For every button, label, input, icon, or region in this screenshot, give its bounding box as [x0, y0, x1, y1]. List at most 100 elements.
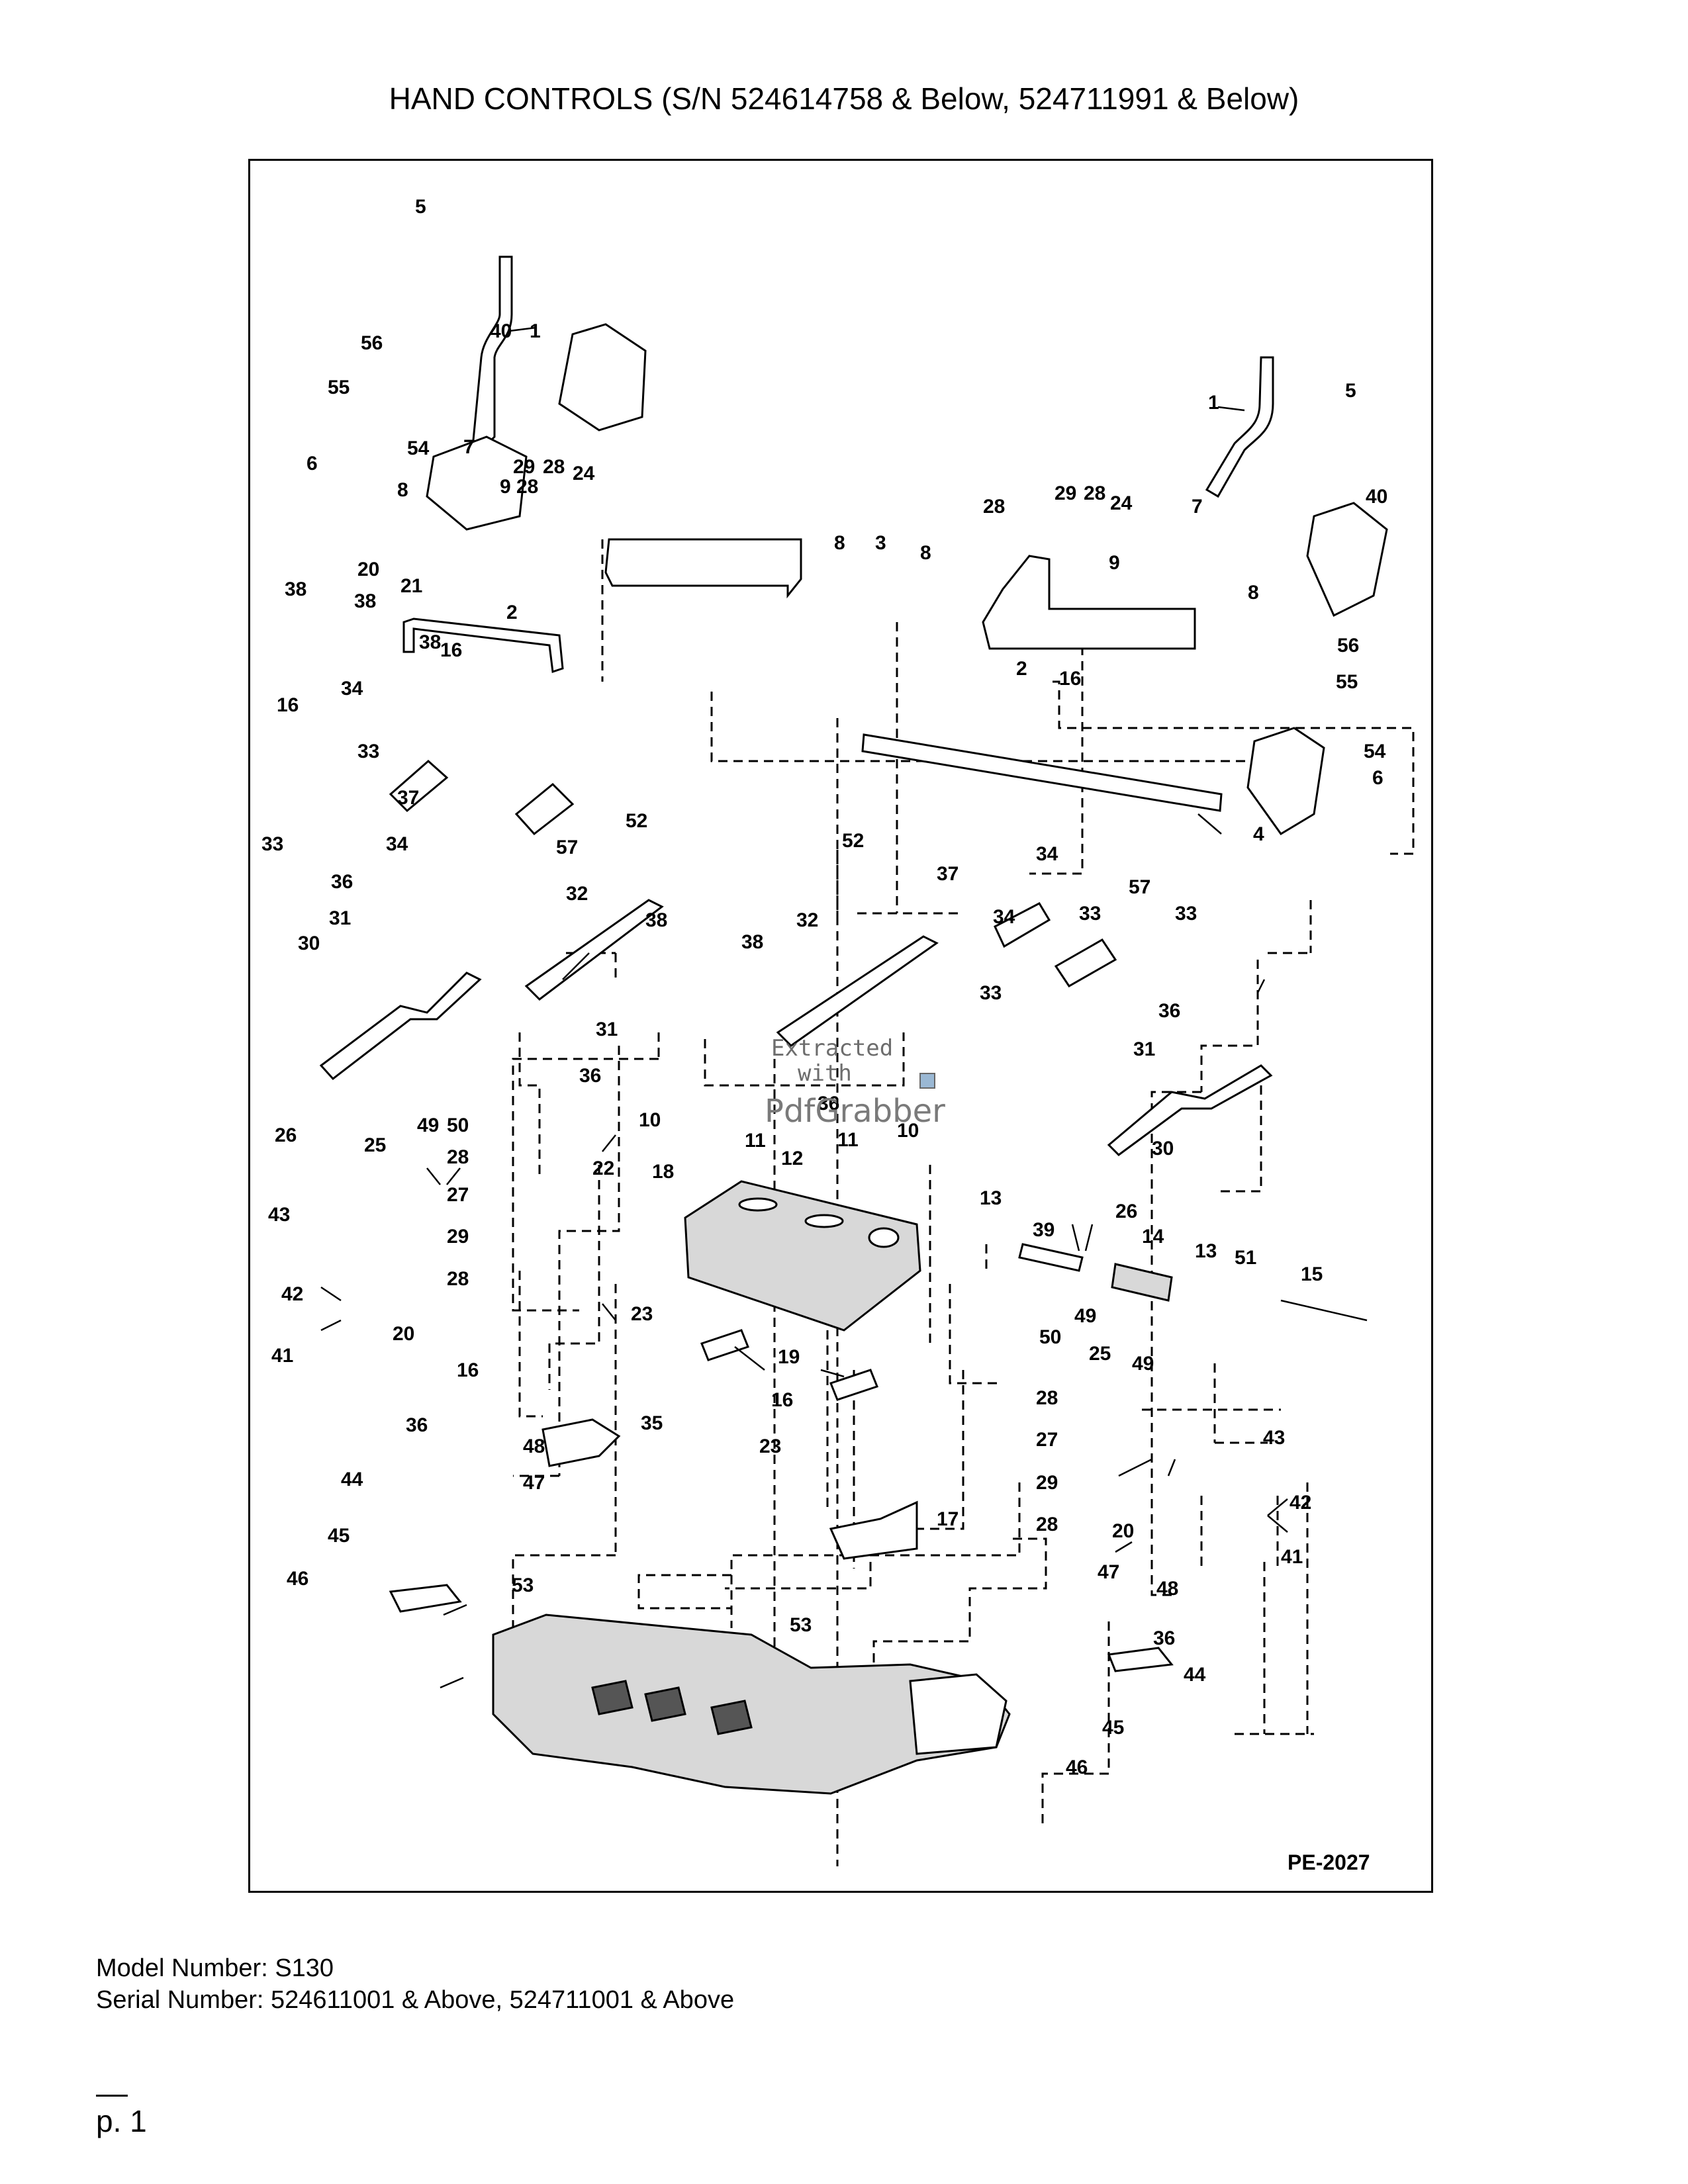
diagram-reference-code: PE-2027 [1288, 1850, 1370, 1874]
callout-55: 55 [1336, 671, 1358, 693]
callout-33: 33 [1175, 903, 1197, 925]
callout-1: 1 [1208, 392, 1219, 414]
callout-45: 45 [1102, 1717, 1124, 1739]
callout-32: 32 [566, 883, 588, 905]
right-mount-plate [1306, 502, 1388, 617]
callout-38: 38 [741, 931, 763, 953]
callout-56: 56 [1337, 635, 1359, 657]
callout-32: 32 [796, 909, 818, 931]
callout-33: 33 [261, 833, 283, 855]
callout-11: 11 [745, 1130, 766, 1152]
callout-7: 7 [1192, 496, 1203, 518]
callout-20: 20 [357, 559, 379, 580]
callout-24: 24 [1110, 492, 1133, 514]
callout-27: 27 [1036, 1429, 1058, 1451]
callout-34: 34 [386, 833, 408, 855]
callout-6: 6 [306, 453, 318, 475]
callout-33: 33 [980, 982, 1002, 1004]
callout-56: 56 [361, 332, 383, 354]
model-number: Model Number: S130 [96, 1954, 334, 1982]
page-number: p. 1 [96, 2104, 147, 2138]
callout-13: 13 [1195, 1240, 1217, 1262]
callout-23: 23 [759, 1435, 781, 1457]
callout-28: 28 [447, 1268, 469, 1290]
callout-11: 11 [837, 1129, 859, 1151]
callout-1: 1 [530, 320, 541, 342]
callout-34: 34 [993, 906, 1015, 928]
callout-31: 31 [1133, 1038, 1155, 1060]
callout-14: 14 [1142, 1226, 1164, 1248]
callout-6: 6 [1372, 767, 1383, 789]
left-crossbar [402, 617, 564, 674]
callout-49: 49 [1132, 1353, 1154, 1375]
callout-29: 29 [1055, 482, 1076, 504]
spring [1111, 1263, 1173, 1302]
callout-31: 31 [596, 1019, 618, 1040]
callout-38: 38 [354, 590, 376, 612]
callout-26: 26 [275, 1124, 297, 1146]
callout-38: 38 [285, 578, 306, 600]
callout-52: 52 [842, 830, 864, 852]
plate-slot-1 [738, 1197, 778, 1212]
callout-36: 36 [579, 1065, 601, 1087]
callout-52: 52 [626, 810, 647, 832]
callout-46: 46 [287, 1568, 308, 1590]
callout-17: 17 [937, 1508, 959, 1530]
sleeve [1018, 1243, 1084, 1272]
center-plate [684, 1180, 921, 1332]
watermark-line-1: Extracted [771, 1035, 893, 1062]
callout-12: 12 [781, 1148, 803, 1169]
callout-33: 33 [1079, 903, 1101, 925]
callout-41: 41 [1281, 1546, 1303, 1568]
callout-57: 57 [556, 837, 578, 858]
assembly-dashed-lines [512, 539, 1415, 1866]
plate-hole [868, 1227, 900, 1248]
callout-48: 48 [523, 1435, 545, 1457]
callout-16: 16 [1059, 668, 1081, 690]
callout-36: 36 [1153, 1627, 1175, 1649]
pdfgrabber-watermark: Extracted with PdfGrabber [765, 1035, 945, 1130]
callout-35: 35 [641, 1412, 663, 1434]
left-mount-plate [558, 323, 647, 432]
bracket-17 [829, 1500, 918, 1560]
watermark-logo-icon [919, 1073, 935, 1089]
callout-47: 47 [523, 1472, 545, 1494]
plate-slot-2 [804, 1214, 844, 1228]
callout-28: 28 [1036, 1387, 1058, 1409]
pump-motor [909, 1673, 1008, 1755]
rod-15 [1280, 1299, 1368, 1322]
callout-37: 37 [397, 787, 419, 809]
left-damper-57 [514, 782, 575, 836]
callout-20: 20 [393, 1323, 414, 1345]
callout-28: 28 [983, 496, 1005, 518]
callout-28: 28 [543, 456, 565, 478]
callout-24: 24 [573, 463, 595, 484]
callout-42: 42 [1289, 1492, 1311, 1514]
callout-16: 16 [277, 694, 299, 716]
callout-26: 26 [1115, 1201, 1137, 1222]
callout-9: 9 [500, 476, 511, 498]
callout-41: 41 [271, 1345, 293, 1367]
leader-lines [320, 326, 1288, 1689]
callout-9: 9 [1109, 552, 1120, 574]
callout-10: 10 [897, 1120, 919, 1142]
callout-30: 30 [1152, 1138, 1174, 1160]
callout-5: 5 [1345, 380, 1356, 402]
watermark-brand: PdfGrabber [765, 1093, 945, 1130]
callout-54: 54 [407, 437, 430, 459]
watermark-line-2: with [798, 1060, 852, 1087]
callout-53: 53 [790, 1614, 812, 1636]
right-block-44 [1107, 1647, 1174, 1672]
right-damper-57 [1054, 938, 1117, 987]
callout-33: 33 [357, 741, 379, 762]
left-control-arm-30 [319, 972, 482, 1081]
callout-23: 23 [631, 1303, 653, 1325]
callout-18: 18 [652, 1161, 674, 1183]
left-pivot-shaft [604, 538, 802, 599]
callout-36: 36 [1158, 1000, 1180, 1022]
callout-37: 37 [937, 863, 959, 885]
callout-43: 43 [268, 1204, 290, 1226]
left-block-44 [389, 1584, 462, 1613]
callout-43: 43 [1263, 1427, 1285, 1449]
callout-36: 36 [818, 1093, 839, 1115]
